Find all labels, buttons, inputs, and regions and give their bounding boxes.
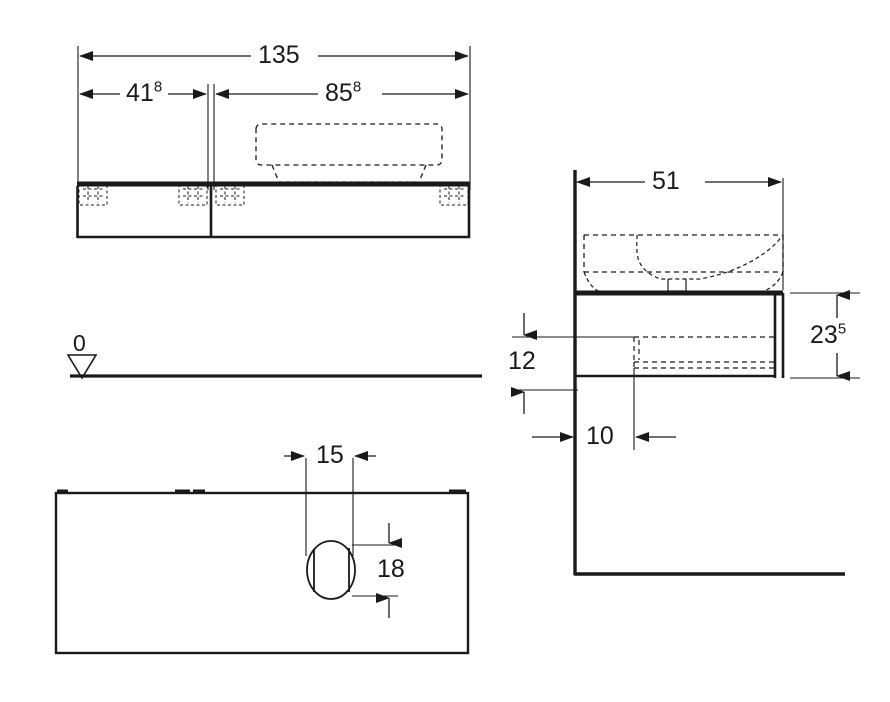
dimension-label-23-5: 235 [810,320,847,349]
basin-outline-section [583,234,784,273]
dimension-label-135: 135 [258,41,300,69]
dimension-label-12: 12 [508,347,536,375]
dimension-label-10: 10 [586,422,614,450]
basin-bowl-curve [583,234,784,293]
datum-label-zero: 0 [73,330,86,356]
basin-drain-stub [667,279,687,292]
cabinet-body-left [76,186,211,239]
datum-marker [66,354,482,380]
wall-profile [573,170,845,576]
dimension-label-85-8: 858 [325,78,362,107]
hole-detail [306,540,356,600]
cabinet-body-right [209,186,471,239]
front-elevation-view [76,46,471,239]
basin-outline-plan [255,123,443,183]
dimension-label-15: 15 [316,441,344,469]
bracket-symbol [439,184,469,206]
plan-bottom-view [54,451,470,655]
bracket-symbol [215,184,245,206]
bracket-symbol [78,184,108,206]
dimension-label-18: 18 [377,555,405,583]
plan-outline [54,491,470,655]
cabinet-body-side [575,293,785,378]
dimension-label-51: 51 [652,167,680,195]
bracket-symbol-group [78,184,469,206]
drawer-outline [633,336,775,369]
bracket-symbol [178,184,208,206]
extension-lines-front [77,46,471,190]
extension-lines-15 [305,458,354,556]
side-section-view [511,170,860,576]
dimension-label-41-8: 418 [126,78,163,107]
